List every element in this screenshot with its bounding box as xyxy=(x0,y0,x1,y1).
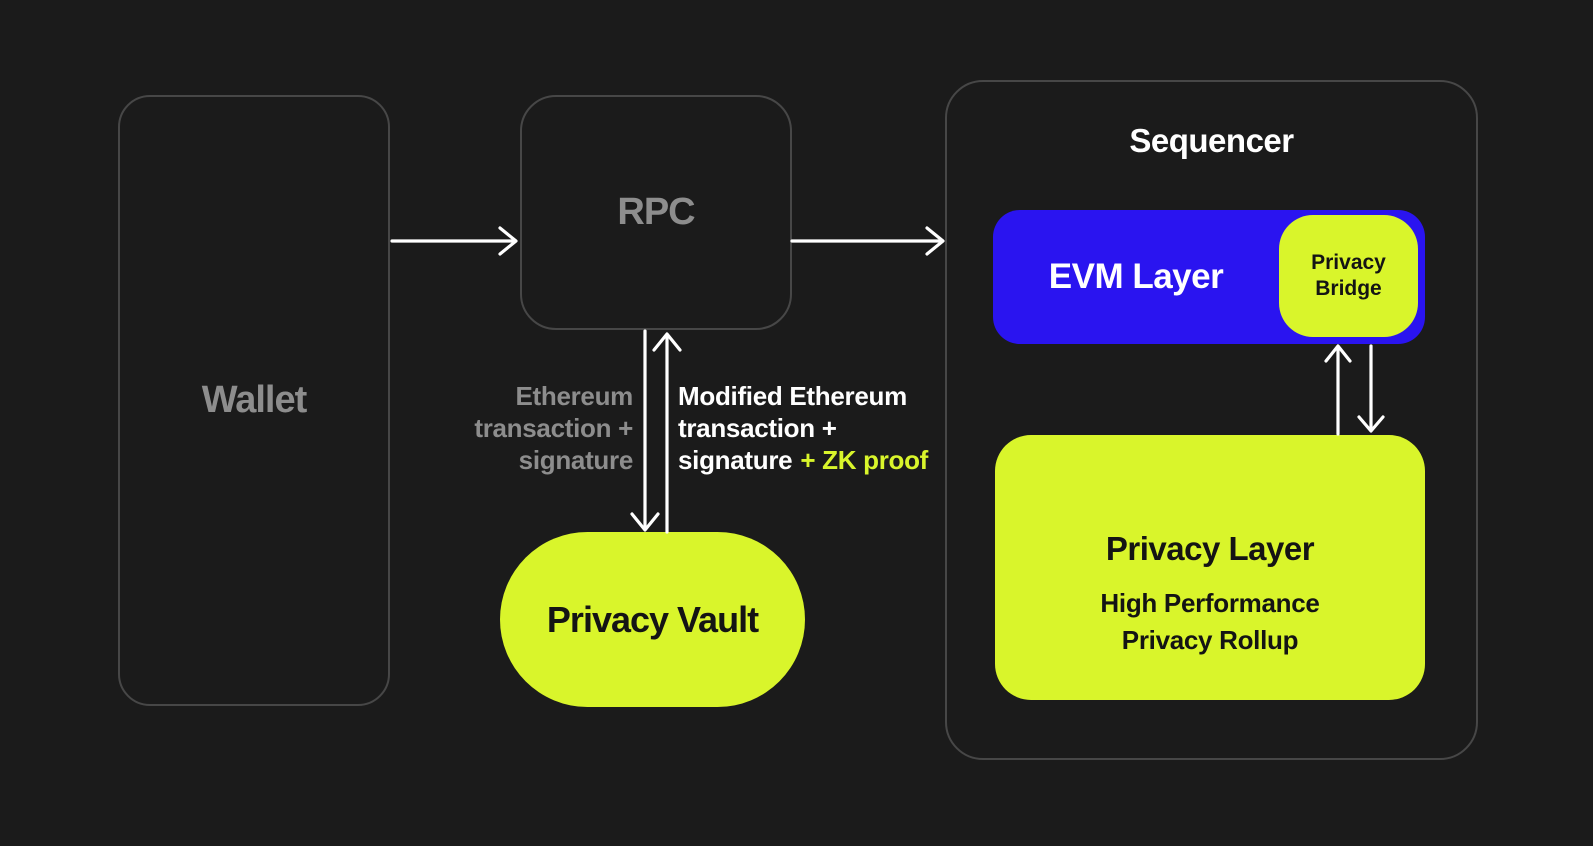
arrow-rpc-to-sequencer xyxy=(790,226,945,256)
privacy-bridge-node: Privacy Bridge xyxy=(1279,215,1418,337)
privacy-layer-subtitle: High Performance Privacy Rollup xyxy=(1100,588,1320,655)
arrow-rpc-to-vault xyxy=(630,329,660,532)
edge-label-modified-text: Modified Ethereum transaction + signatur… xyxy=(678,381,907,475)
privacy-layer-title: Privacy Layer xyxy=(1105,530,1315,567)
edge-label-ethereum-transaction: Ethereum transaction + signature xyxy=(474,381,633,475)
privacy-vault-label: Privacy Vault xyxy=(546,598,759,640)
wallet-node: Wallet xyxy=(118,95,390,706)
sequencer-container xyxy=(945,80,1478,760)
wallet-label: Wallet xyxy=(201,379,307,421)
privacy-bridge-label: Privacy Bridge xyxy=(1311,251,1386,300)
arrow-wallet-to-rpc xyxy=(390,226,518,256)
privacy-layer-node xyxy=(995,435,1425,700)
edge-label-zk-proof: + ZK proof xyxy=(800,445,929,475)
privacy-vault-node: Privacy Vault xyxy=(500,532,805,707)
arrow-vault-to-rpc xyxy=(652,332,682,534)
evm-layer-label: EVM Layer xyxy=(1048,257,1224,296)
edge-label-modified-transaction: Modified Ethereum transaction + signatur… xyxy=(678,380,1018,476)
sequencer-title: Sequencer xyxy=(1129,122,1294,159)
rpc-node: RPC xyxy=(520,95,792,330)
rpc-label: RPC xyxy=(617,191,695,233)
